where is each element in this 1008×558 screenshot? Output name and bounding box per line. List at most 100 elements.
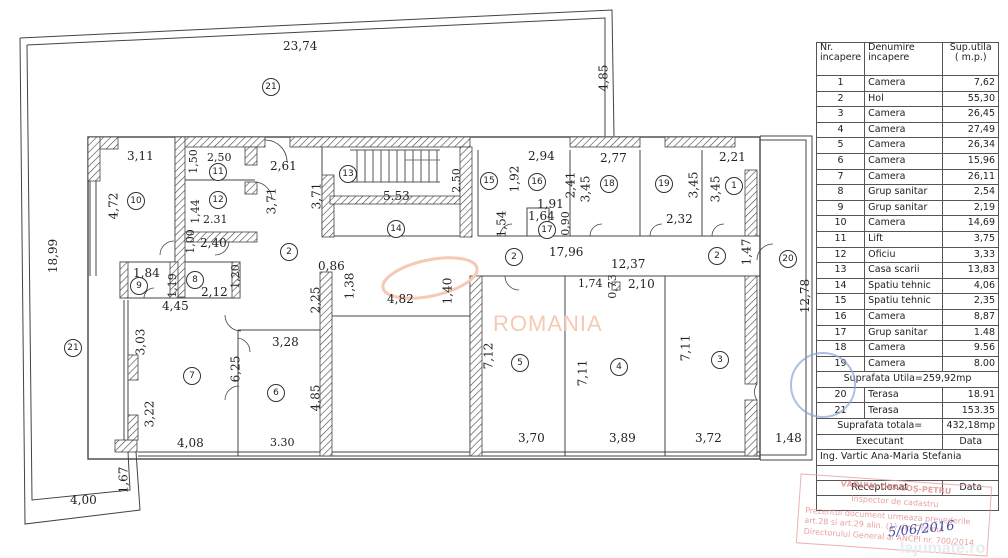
cell-nr: 7 [815, 168, 866, 186]
room-area-table: Nr. incapere Denumire incapere Sup.utila… [815, 42, 999, 512]
cell-area: 13,83 [942, 262, 999, 279]
cell-area: 15,96 [942, 152, 999, 170]
cell-nr: 15 [815, 293, 866, 310]
executant-name-row: Ing. Vartic Ana-Maria Stefania [816, 449, 999, 466]
cell-nr: 6 [815, 152, 866, 170]
cell-name: Hol [864, 90, 944, 108]
dim-stair-width: 5.53 [383, 189, 410, 203]
cell-name: Camera [864, 152, 944, 170]
room-marker-5: 5 [511, 354, 529, 372]
dim-pillar-width: 0,86 [318, 259, 345, 273]
dim-pillar-height-a: 2,25 [308, 286, 323, 314]
room-marker-4: 4 [610, 358, 628, 376]
room-marker-18: 18 [600, 175, 618, 193]
cell-nr: 5 [815, 137, 866, 154]
cell-area: 7,62 [942, 75, 999, 92]
header-nr: Nr. incapere [815, 42, 866, 76]
cell-nr: 12 [815, 246, 866, 264]
dim-room4-small-b: 0,73 [605, 274, 619, 299]
room-marker-2: 2 [280, 243, 298, 261]
cell-nr: 14 [815, 277, 866, 295]
dim-room9-height: 1,19 [165, 273, 179, 298]
dim-room11-height: 1,50 [186, 149, 200, 174]
dim-room3-width: 3,72 [695, 431, 722, 445]
cell-area: 14,69 [942, 215, 999, 232]
dim-room4-small-c: 2,10 [628, 277, 655, 291]
room-marker-6: 6 [267, 384, 285, 402]
total-area-value: 432,18mp [942, 418, 999, 435]
cell-name: Camera [864, 121, 944, 139]
dim-room5-width: 3,70 [518, 431, 545, 445]
dim-terrace-right-bottom: 1,48 [775, 431, 802, 445]
dim-hall-left-b: 3,71 [309, 182, 324, 210]
cell-area: 26,34 [942, 137, 999, 154]
cell-nr: 4 [815, 121, 866, 139]
cell-nr: 16 [815, 308, 866, 326]
room-marker-20: 20 [779, 250, 797, 268]
room-marker-13: 13 [339, 165, 357, 183]
table-header-row: Nr. incapere Denumire incapere Sup.utila… [815, 42, 999, 76]
dim-room12-width: 2.31 [203, 213, 228, 226]
executant-label: Executant [815, 433, 944, 451]
dim-terrace-top-height: 4,85 [596, 64, 611, 92]
room-marker-11: 11 [209, 163, 227, 181]
dim-room7-height-c: 3,22 [142, 400, 157, 428]
cell-area: 3,33 [942, 246, 999, 264]
total-area-label: Suprafata totala= [815, 418, 944, 435]
room-marker-1: 1 [725, 177, 743, 195]
cell-nr: 17 [815, 324, 866, 342]
cell-area: 55,30 [942, 90, 999, 108]
cell-nr: 11 [815, 230, 866, 248]
cell-area: 18.91 [942, 386, 999, 404]
cell-area: 8.00 [942, 355, 999, 373]
cell-nr: 1 [815, 75, 866, 92]
room-marker-10: 10 [127, 192, 145, 210]
dim-room8-height: 1,20 [228, 264, 242, 289]
dim-room18-width: 2,77 [600, 151, 627, 165]
cell-area: 9.56 [942, 340, 999, 357]
site-logo: lajumate.ro [900, 540, 986, 557]
cell-area: 8,87 [942, 308, 999, 326]
dim-room4-width: 3,89 [609, 431, 636, 445]
header-area: Sup.utila ( m.p.) [942, 42, 999, 76]
dim-room6-width-top: 3,28 [272, 335, 299, 349]
dim-hall-gap: 2,40 [200, 236, 227, 250]
cell-area: 27,49 [942, 121, 999, 139]
cell-name: Camera [864, 106, 944, 123]
room-marker-12: 12 [209, 191, 227, 209]
dim-hall-right-width: 1,47 [739, 238, 754, 266]
room-marker-16: 16 [528, 173, 546, 191]
cell-area: 2,54 [942, 184, 999, 201]
room-marker-2c: 2 [708, 247, 726, 265]
cell-name: Camera [864, 340, 944, 357]
cell-nr: 3 [815, 106, 866, 123]
dim-room11-width: 2,50 [207, 151, 232, 164]
room-marker-3: 3 [711, 351, 729, 369]
blank-row [816, 464, 999, 481]
cell-nr: 2 [815, 90, 866, 108]
dim-room17-width-a: 1,91 [537, 197, 564, 211]
dim-stair-height: 2.50 [449, 168, 463, 193]
dim-terrace-left-height: 18,99 [46, 238, 61, 274]
dim-room4-small-a: 1,74 [578, 277, 603, 290]
dim-hall-door: 2,61 [270, 159, 297, 173]
dim-hall-length: 17,96 [549, 245, 584, 259]
dim-room6-height: 4,85 [308, 384, 323, 412]
executant-name: Ing. Vartic Ana-Maria Stefania [816, 449, 999, 466]
dim-wc-total: 4,45 [162, 299, 189, 313]
dim-room18-height: 3,45 [578, 175, 593, 203]
dim-hall-gap-v: 1,00 [183, 229, 197, 254]
cell-area: 4,06 [942, 277, 999, 295]
cell-name: Spatiu tehnic [864, 293, 944, 310]
cell-nr: 10 [815, 215, 866, 232]
total-area-row: Suprafata totala=432,18mp [815, 418, 999, 435]
